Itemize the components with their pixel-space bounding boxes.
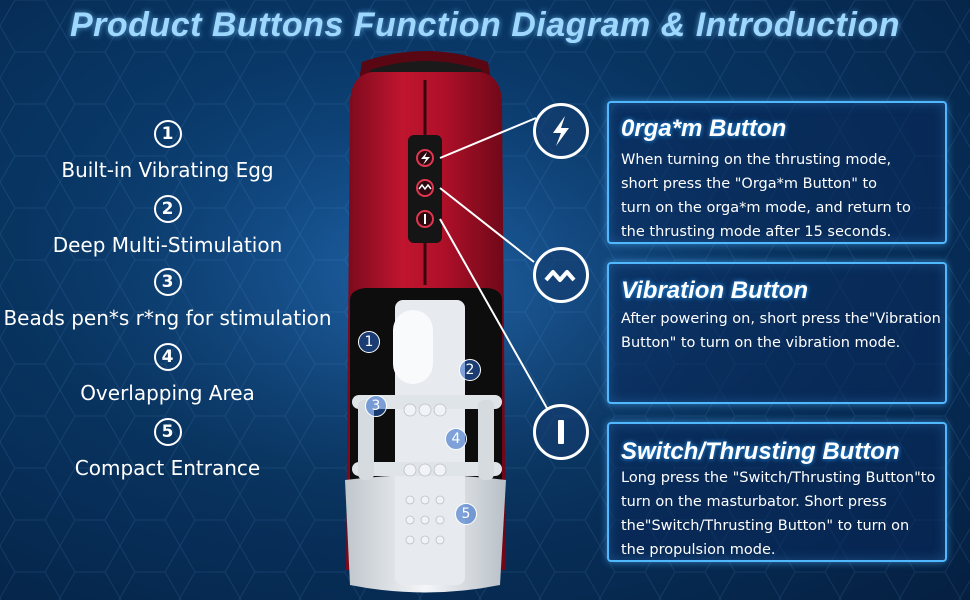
- orgasm-button-panel: 0rga*m Button When turning on the thrust…: [607, 101, 947, 244]
- overlay-number-5: 5: [455, 503, 477, 525]
- lightning-icon: [533, 103, 589, 159]
- feature-number: 3: [153, 268, 182, 296]
- feature-number: 1: [153, 120, 182, 148]
- page-title: Product Buttons Function Diagram & Intro…: [69, 6, 900, 44]
- feature-number: 2: [153, 195, 182, 223]
- feature-label: Overlapping Area: [80, 381, 255, 405]
- feature-label: Built-in Vibrating Egg: [61, 158, 274, 182]
- feature-number: 4: [153, 343, 182, 371]
- overlay-number-4: 4: [445, 428, 467, 450]
- feature-item-5: 5 Compact Entrance: [0, 418, 335, 480]
- panel-text: When turning on the thrusting mode, shor…: [621, 152, 911, 240]
- feature-item-3: 3 Beads pen*s r*ng for stimulation: [0, 268, 335, 330]
- feature-label: Beads pen*s r*ng for stimulation: [3, 306, 332, 330]
- panel-text: After powering on, short press the"Vibra…: [621, 311, 941, 351]
- feature-item-2: 2 Deep Multi-Stimulation: [0, 195, 335, 257]
- power-bar-icon: [533, 404, 589, 460]
- feature-label: Compact Entrance: [74, 456, 261, 480]
- panel-title: Vibration Button: [621, 277, 809, 304]
- wave-icon: [533, 247, 589, 303]
- switch-button-panel: Switch/Thrusting Button Long press the "…: [607, 422, 947, 562]
- feature-item-4: 4 Overlapping Area: [0, 343, 335, 405]
- panel-title: Switch/Thrusting Button: [621, 438, 900, 465]
- overlay-number-2: 2: [459, 359, 481, 381]
- vibration-button-panel: Vibration Button After powering on, shor…: [607, 262, 947, 404]
- feature-label: Deep Multi-Stimulation: [52, 233, 283, 257]
- panel-title: 0rga*m Button: [621, 115, 787, 142]
- panel-text: Long press the "Switch/Thrusting Button"…: [621, 470, 936, 558]
- overlay-number-3: 3: [365, 395, 387, 417]
- feature-number: 5: [153, 418, 182, 446]
- overlay-number-1: 1: [358, 331, 380, 353]
- feature-item-1: 1 Built-in Vibrating Egg: [0, 120, 335, 182]
